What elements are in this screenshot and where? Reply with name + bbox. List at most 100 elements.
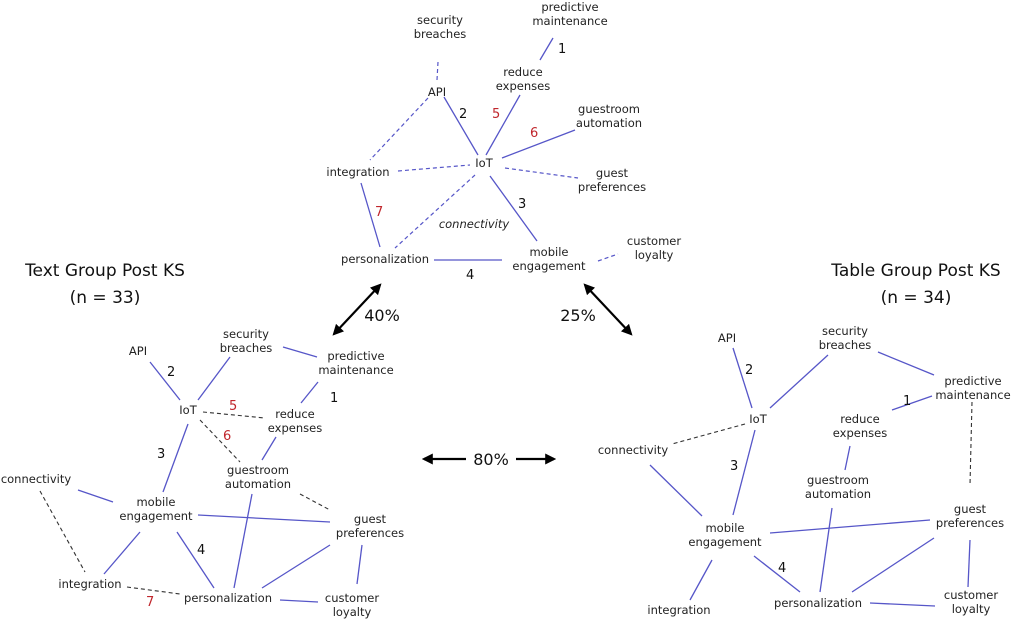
edge-personalization-loyalty bbox=[279, 599, 319, 603]
edge-guestpref-personalization bbox=[851, 537, 935, 593]
arrow-top-right bbox=[583, 283, 633, 336]
edge-guestpref-loyalty bbox=[356, 544, 363, 585]
right-node-reduce-line2: expenses bbox=[833, 426, 887, 440]
left-node-guestroom-line2: automation bbox=[225, 477, 291, 491]
right-node-loyalty-line1: customer bbox=[944, 588, 998, 602]
left-map: API security breaches predictive mainten… bbox=[1, 327, 404, 619]
right-node-api: API bbox=[718, 331, 736, 345]
top-edge-num-3: 3 bbox=[518, 197, 526, 212]
top-node-guestroom-line1: guestroom bbox=[578, 102, 640, 116]
left-node-predictive-line2: maintenance bbox=[318, 363, 393, 377]
top-node-loyalty-line2: loyalty bbox=[635, 248, 674, 262]
left-node-predictive-line1: predictive bbox=[327, 349, 384, 363]
left-node-guestroom-line1: guestroom bbox=[227, 463, 289, 477]
right-map: API security breaches predictive mainten… bbox=[598, 324, 1011, 617]
edge-integration-personalization bbox=[126, 586, 181, 595]
edge-security-predictive bbox=[877, 351, 935, 376]
edge-guestroom-personalization bbox=[233, 493, 253, 589]
left-edge-num-6: 6 bbox=[223, 429, 231, 444]
edge-iot-connectivity bbox=[671, 423, 746, 445]
text-group-n: (n = 33) bbox=[70, 288, 141, 308]
left-node-security-line1: security bbox=[223, 327, 269, 341]
top-edge-num-7: 7 bbox=[375, 205, 383, 220]
edge-mobile-guestpref bbox=[197, 514, 331, 523]
top-edge-num-1: 1 bbox=[558, 42, 566, 57]
edge-mobile-personalization bbox=[753, 555, 801, 593]
right-node-guestroom-line1: guestroom bbox=[807, 473, 869, 487]
edge-iot-mobile bbox=[489, 175, 538, 242]
left-edge-num-5: 5 bbox=[229, 399, 237, 414]
left-node-security-line2: breaches bbox=[220, 341, 273, 355]
right-node-guestroom-line2: automation bbox=[805, 487, 871, 501]
left-node-loyalty-line2: loyalty bbox=[333, 605, 372, 619]
right-edge-num-3: 3 bbox=[730, 459, 738, 474]
right-node-connectivity: connectivity bbox=[598, 443, 669, 457]
top-node-reduce-line2: expenses bbox=[496, 79, 550, 93]
percent-top-left: 40% bbox=[364, 306, 400, 325]
right-node-security-line1: security bbox=[822, 324, 868, 338]
edge-integration-personalization bbox=[360, 182, 381, 248]
right-edge-num-2: 2 bbox=[745, 363, 753, 378]
edge-integration-iot bbox=[397, 164, 471, 172]
top-node-reduce-line1: reduce bbox=[503, 65, 543, 79]
edge-mobile-guestpref bbox=[769, 519, 931, 534]
edge-iot-mobile bbox=[162, 423, 189, 493]
edge-security-iot bbox=[769, 354, 829, 409]
edge-connectivity-integration bbox=[39, 490, 86, 573]
top-edge-num-5: 5 bbox=[492, 107, 500, 122]
table-group-n: (n = 34) bbox=[881, 288, 952, 308]
edge-api-iot bbox=[443, 96, 479, 156]
right-node-guestpref-line2: preferences bbox=[936, 516, 1004, 530]
edge-connectivity-mobile bbox=[77, 489, 114, 503]
top-node-iot: IoT bbox=[475, 156, 493, 170]
edge-security-iot bbox=[197, 356, 231, 401]
right-edge-num-4: 4 bbox=[778, 561, 786, 576]
right-node-mobile-line2: engagement bbox=[688, 535, 762, 549]
top-center-connectivity: connectivity bbox=[439, 217, 510, 231]
percent-bottom: 80% bbox=[473, 450, 509, 469]
edge-predictive-reduce bbox=[891, 395, 933, 411]
right-node-reduce-line1: reduce bbox=[840, 412, 880, 426]
top-map: security breaches predictive maintenance… bbox=[326, 0, 681, 283]
top-node-security-line1: security bbox=[417, 13, 463, 27]
top-node-personalization: personalization bbox=[341, 252, 429, 266]
edge-iot-guestroom bbox=[199, 419, 241, 463]
edge-guestpref-loyalty bbox=[967, 539, 971, 588]
right-node-integration: integration bbox=[647, 603, 710, 617]
top-edge-num-4: 4 bbox=[466, 268, 474, 283]
edge-mobile-integration bbox=[689, 559, 713, 601]
top-node-guestpref-line2: preferences bbox=[578, 180, 646, 194]
table-group-title: Table Group Post KS bbox=[830, 261, 1000, 281]
left-node-mobile-line2: engagement bbox=[119, 509, 193, 523]
left-edge-num-4: 4 bbox=[197, 543, 205, 558]
edge-iot-guestpref bbox=[504, 167, 579, 179]
edge-guestpref-personalization bbox=[261, 544, 331, 589]
left-node-reduce-line2: expenses bbox=[268, 421, 322, 435]
top-edge-num-2: 2 bbox=[459, 107, 467, 122]
top-node-api: API bbox=[428, 85, 446, 99]
edge-api-integration bbox=[369, 97, 429, 161]
edge-predictive-reduce bbox=[539, 37, 554, 61]
edge-reduce-iot bbox=[485, 94, 521, 156]
arrow-top-left bbox=[332, 283, 382, 336]
right-node-predictive-line1: predictive bbox=[944, 374, 1001, 388]
top-node-mobile-line1: mobile bbox=[529, 245, 568, 259]
text-group-title: Text Group Post KS bbox=[24, 261, 185, 281]
edge-guestroom-personalization bbox=[819, 507, 833, 593]
left-node-reduce-line1: reduce bbox=[275, 407, 315, 421]
top-node-integration: integration bbox=[326, 165, 389, 179]
right-node-mobile-line1: mobile bbox=[705, 521, 744, 535]
edge-connectivity-mobile bbox=[649, 464, 703, 517]
edge-personalization-loyalty bbox=[869, 602, 936, 607]
edge-mobile-loyalty bbox=[597, 253, 619, 262]
edge-api-iot bbox=[732, 347, 753, 409]
percent-top-right: 25% bbox=[560, 306, 596, 325]
edge-predictive-guestpref bbox=[969, 401, 973, 486]
right-node-predictive-line2: maintenance bbox=[935, 388, 1010, 402]
edge-mobile-integration bbox=[103, 531, 141, 575]
right-node-personalization: personalization bbox=[774, 596, 862, 610]
left-node-personalization: personalization bbox=[184, 591, 272, 605]
edge-guestroom-guestpref bbox=[299, 493, 331, 511]
